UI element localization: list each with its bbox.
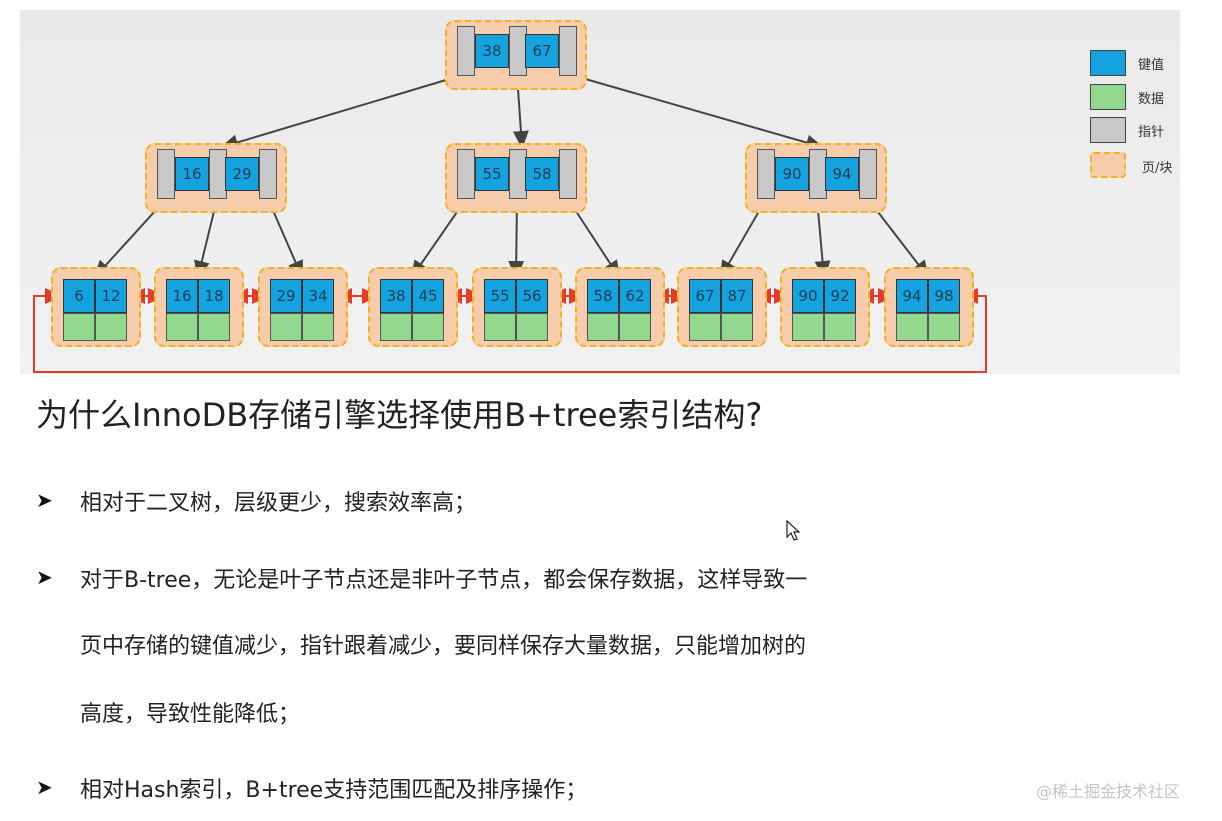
internal-node-1-key: 16 (175, 157, 209, 191)
internal-node-3-key: 94 (825, 157, 859, 191)
internal-node-2-pointer (559, 149, 577, 199)
root-node-pointer (457, 26, 475, 76)
leaf-node-9-data (896, 313, 928, 341)
leaf-node-1-key: 12 (95, 279, 127, 313)
mouse-cursor-icon (786, 520, 801, 541)
leaf-node-2-data (198, 313, 230, 341)
leaf-node-4-data (380, 313, 412, 341)
leaf-node-9-key: 94 (896, 279, 928, 313)
leaf-node-3-data (302, 313, 334, 341)
leaf-node-1-data (63, 313, 95, 341)
leaf-node-1-data (95, 313, 127, 341)
leaf-node-5-key: 56 (516, 279, 548, 313)
internal-node-2-pointer (457, 149, 475, 199)
leaf-node-5-data (484, 313, 516, 341)
leaf-node-6-key: 58 (587, 279, 619, 313)
legend-data-swatch (1090, 84, 1126, 110)
leaf-node-7-key: 67 (689, 279, 721, 313)
point-2-line-3: 高度，导致性能降低； (80, 702, 301, 727)
internal-node-1-pointer (157, 149, 175, 199)
leaf-node-3-key: 34 (302, 279, 334, 313)
bullet-icon: ➤ (36, 565, 53, 589)
tree-edge (220, 73, 467, 151)
leaf-node-6-data (619, 313, 651, 341)
leaf-node-2-key: 18 (198, 279, 230, 313)
legend-page-label: 页/块 (1142, 161, 1173, 176)
internal-node-3-key: 90 (775, 157, 809, 191)
bullet-icon: ➤ (36, 488, 53, 512)
leaf-node-4-key: 45 (412, 279, 444, 313)
leaf-node-2-key: 16 (166, 279, 198, 313)
internal-node-3-pointer (757, 149, 775, 199)
legend-data-label: 数据 (1138, 92, 1165, 107)
leaf-loop-link (33, 288, 987, 373)
legend-page-swatch (1090, 152, 1126, 178)
watermark: @稀土掘金技术社区 (1036, 782, 1181, 801)
page-title: 为什么InnoDB存储引擎选择使用B+tree索引结构? (36, 396, 763, 434)
point-2-line-2: 页中存储的键值减少，指针跟着减少，要同样保存大量数据，只能增加树的 (80, 634, 807, 659)
leaf-node-5-key: 55 (484, 279, 516, 313)
internal-node-1-pointer (259, 149, 277, 199)
leaf-node-1-key: 6 (63, 279, 95, 313)
leaf-node-8-data (792, 313, 824, 341)
legend-pointer-label: 指针 (1138, 125, 1165, 140)
internal-node-1-key: 29 (225, 157, 259, 191)
root-node-key: 38 (475, 34, 509, 68)
point-2-line-1: 对于B-tree，无论是叶子节点还是非叶子节点，都会保存数据，这样导致一 (80, 568, 808, 593)
point-1-line-1: 相对于二叉树，层级更少，搜索效率高； (80, 491, 477, 516)
leaf-node-2-data (166, 313, 198, 341)
leaf-node-6-key: 62 (619, 279, 651, 313)
internal-node-3-pointer (859, 149, 877, 199)
tree-edge (567, 73, 824, 151)
leaf-node-3-data (270, 313, 302, 341)
leaf-node-5-data (516, 313, 548, 341)
legend-key-label: 键值 (1138, 58, 1165, 73)
leaf-node-9-data (928, 313, 960, 341)
leaf-node-7-data (689, 313, 721, 341)
root-node-key: 67 (525, 34, 559, 68)
leaf-node-4-key: 38 (380, 279, 412, 313)
leaf-node-7-data (721, 313, 753, 341)
leaf-node-9-key: 98 (928, 279, 960, 313)
legend-key-swatch (1090, 50, 1126, 76)
leaf-node-3-key: 29 (270, 279, 302, 313)
leaf-node-7-key: 87 (721, 279, 753, 313)
leaf-node-4-data (412, 313, 444, 341)
leaf-node-8-key: 90 (792, 279, 824, 313)
leaf-node-8-key: 92 (824, 279, 856, 313)
internal-node-2-key: 58 (525, 157, 559, 191)
legend-pointer-swatch (1090, 117, 1126, 143)
internal-node-2-key: 55 (475, 157, 509, 191)
root-node-pointer (559, 26, 577, 76)
leaf-node-6-data (587, 313, 619, 341)
bullet-icon: ➤ (36, 775, 53, 799)
point-3-line-1: 相对Hash索引，B+tree支持范围匹配及排序操作； (80, 778, 588, 803)
leaf-node-8-data (824, 313, 856, 341)
